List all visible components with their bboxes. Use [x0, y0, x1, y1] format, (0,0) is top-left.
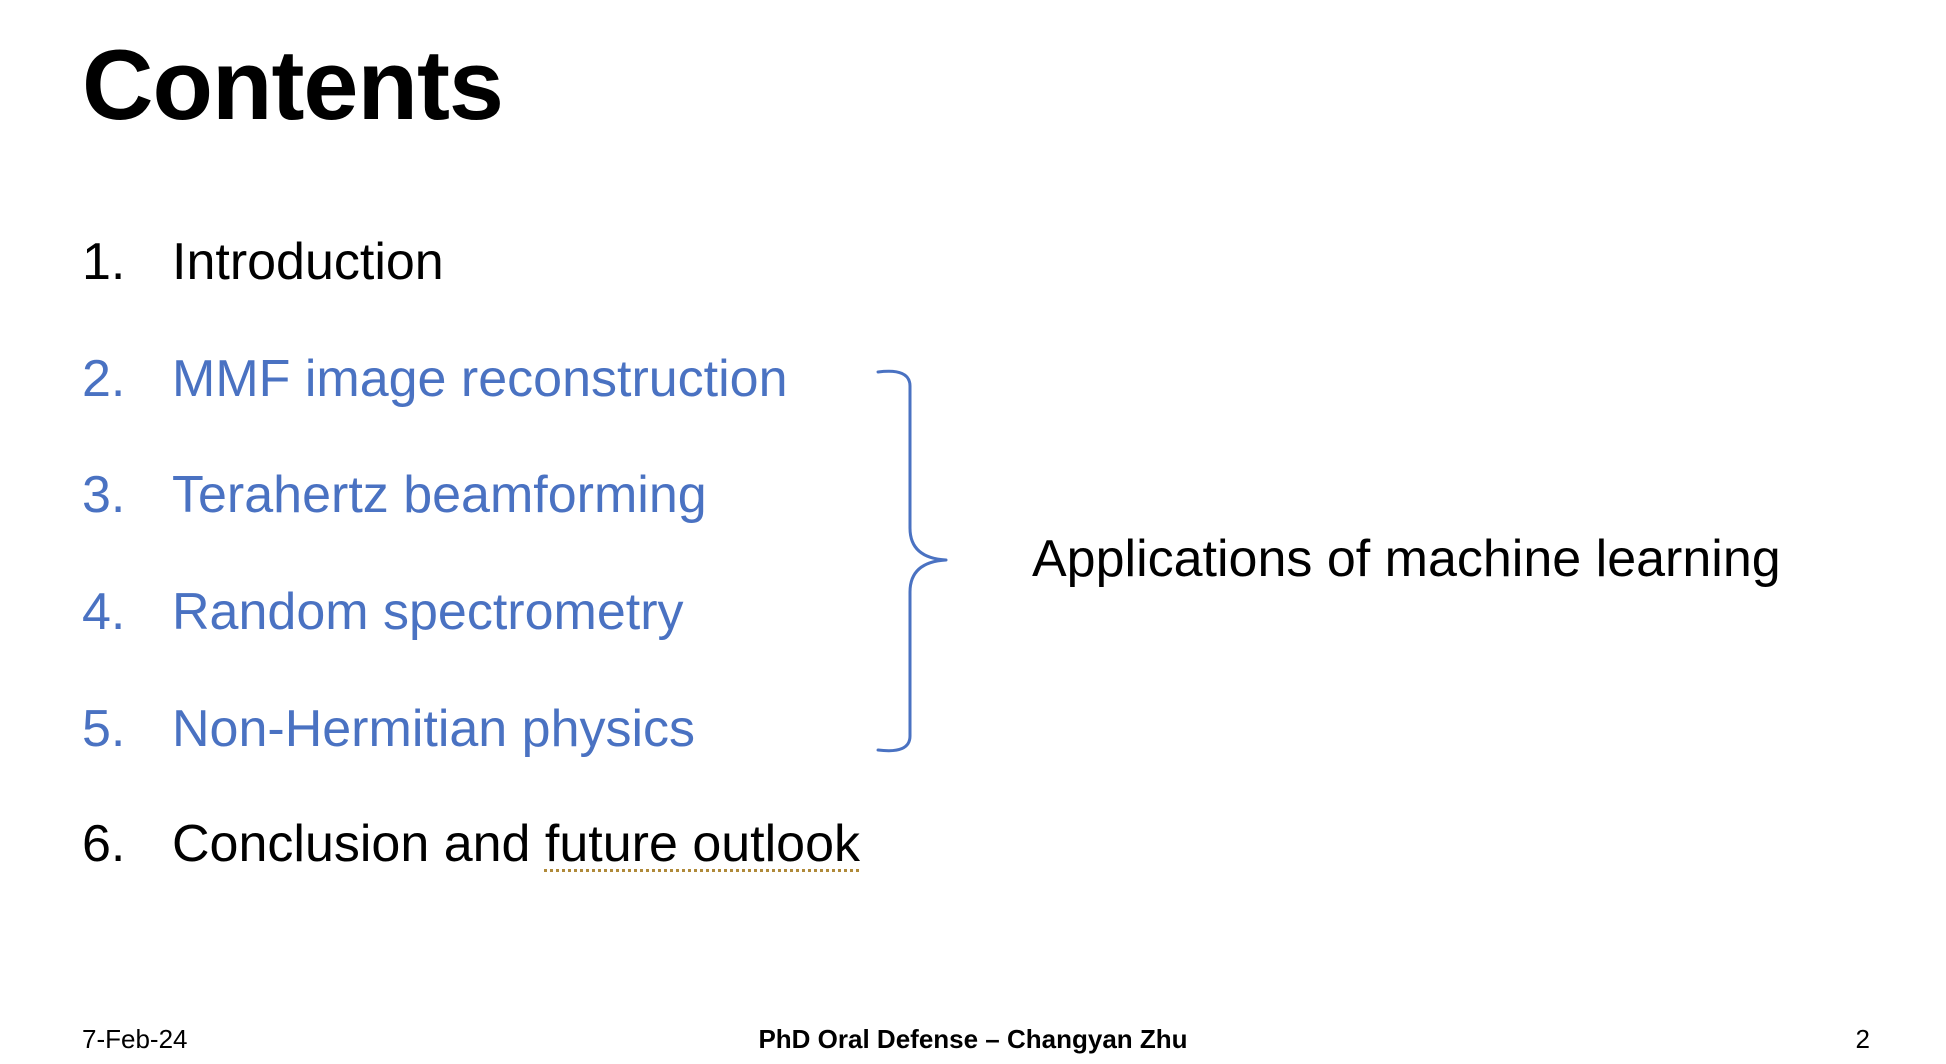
- agenda-label: Introduction: [172, 233, 444, 291]
- agenda-number: 3.: [82, 466, 126, 524]
- footer-date: 7-Feb-24: [82, 1024, 188, 1054]
- agenda-number: 1.: [82, 233, 126, 291]
- agenda-number: 6.: [82, 815, 126, 873]
- agenda-item-non-hermitian: 5. Non-Hermitian physics: [82, 700, 695, 760]
- agenda-number: 2.: [82, 350, 126, 408]
- agenda-number: 4.: [82, 583, 126, 641]
- right-curly-brace: [876, 369, 948, 753]
- slide-title: Contents: [82, 29, 504, 140]
- agenda-label: Conclusion and: [172, 815, 545, 873]
- agenda-item-terahertz: 3. Terahertz beamforming: [82, 466, 707, 526]
- agenda-item-conclusion: 6. Conclusion and future outlook: [82, 815, 860, 875]
- agenda-item-mmf: 2. MMF image reconstruction: [82, 350, 788, 410]
- slide-number: 2: [1855, 1024, 1870, 1054]
- brace-label: Applications of machine learning: [1032, 530, 1781, 588]
- agenda-number: 5.: [82, 700, 126, 758]
- agenda-label: Random spectrometry: [172, 583, 684, 641]
- agenda-label: Non-Hermitian physics: [172, 700, 696, 758]
- agenda-label: MMF image reconstruction: [172, 350, 788, 408]
- spellcheck-flagged-text[interactable]: future outlook: [544, 815, 861, 873]
- agenda-item-introduction: 1. Introduction: [82, 233, 444, 293]
- agenda-label: Terahertz beamforming: [172, 466, 707, 524]
- agenda-item-spectrometry: 4. Random spectrometry: [82, 583, 684, 643]
- footer-title: PhD Oral Defense – Changyan Zhu: [758, 1024, 1188, 1054]
